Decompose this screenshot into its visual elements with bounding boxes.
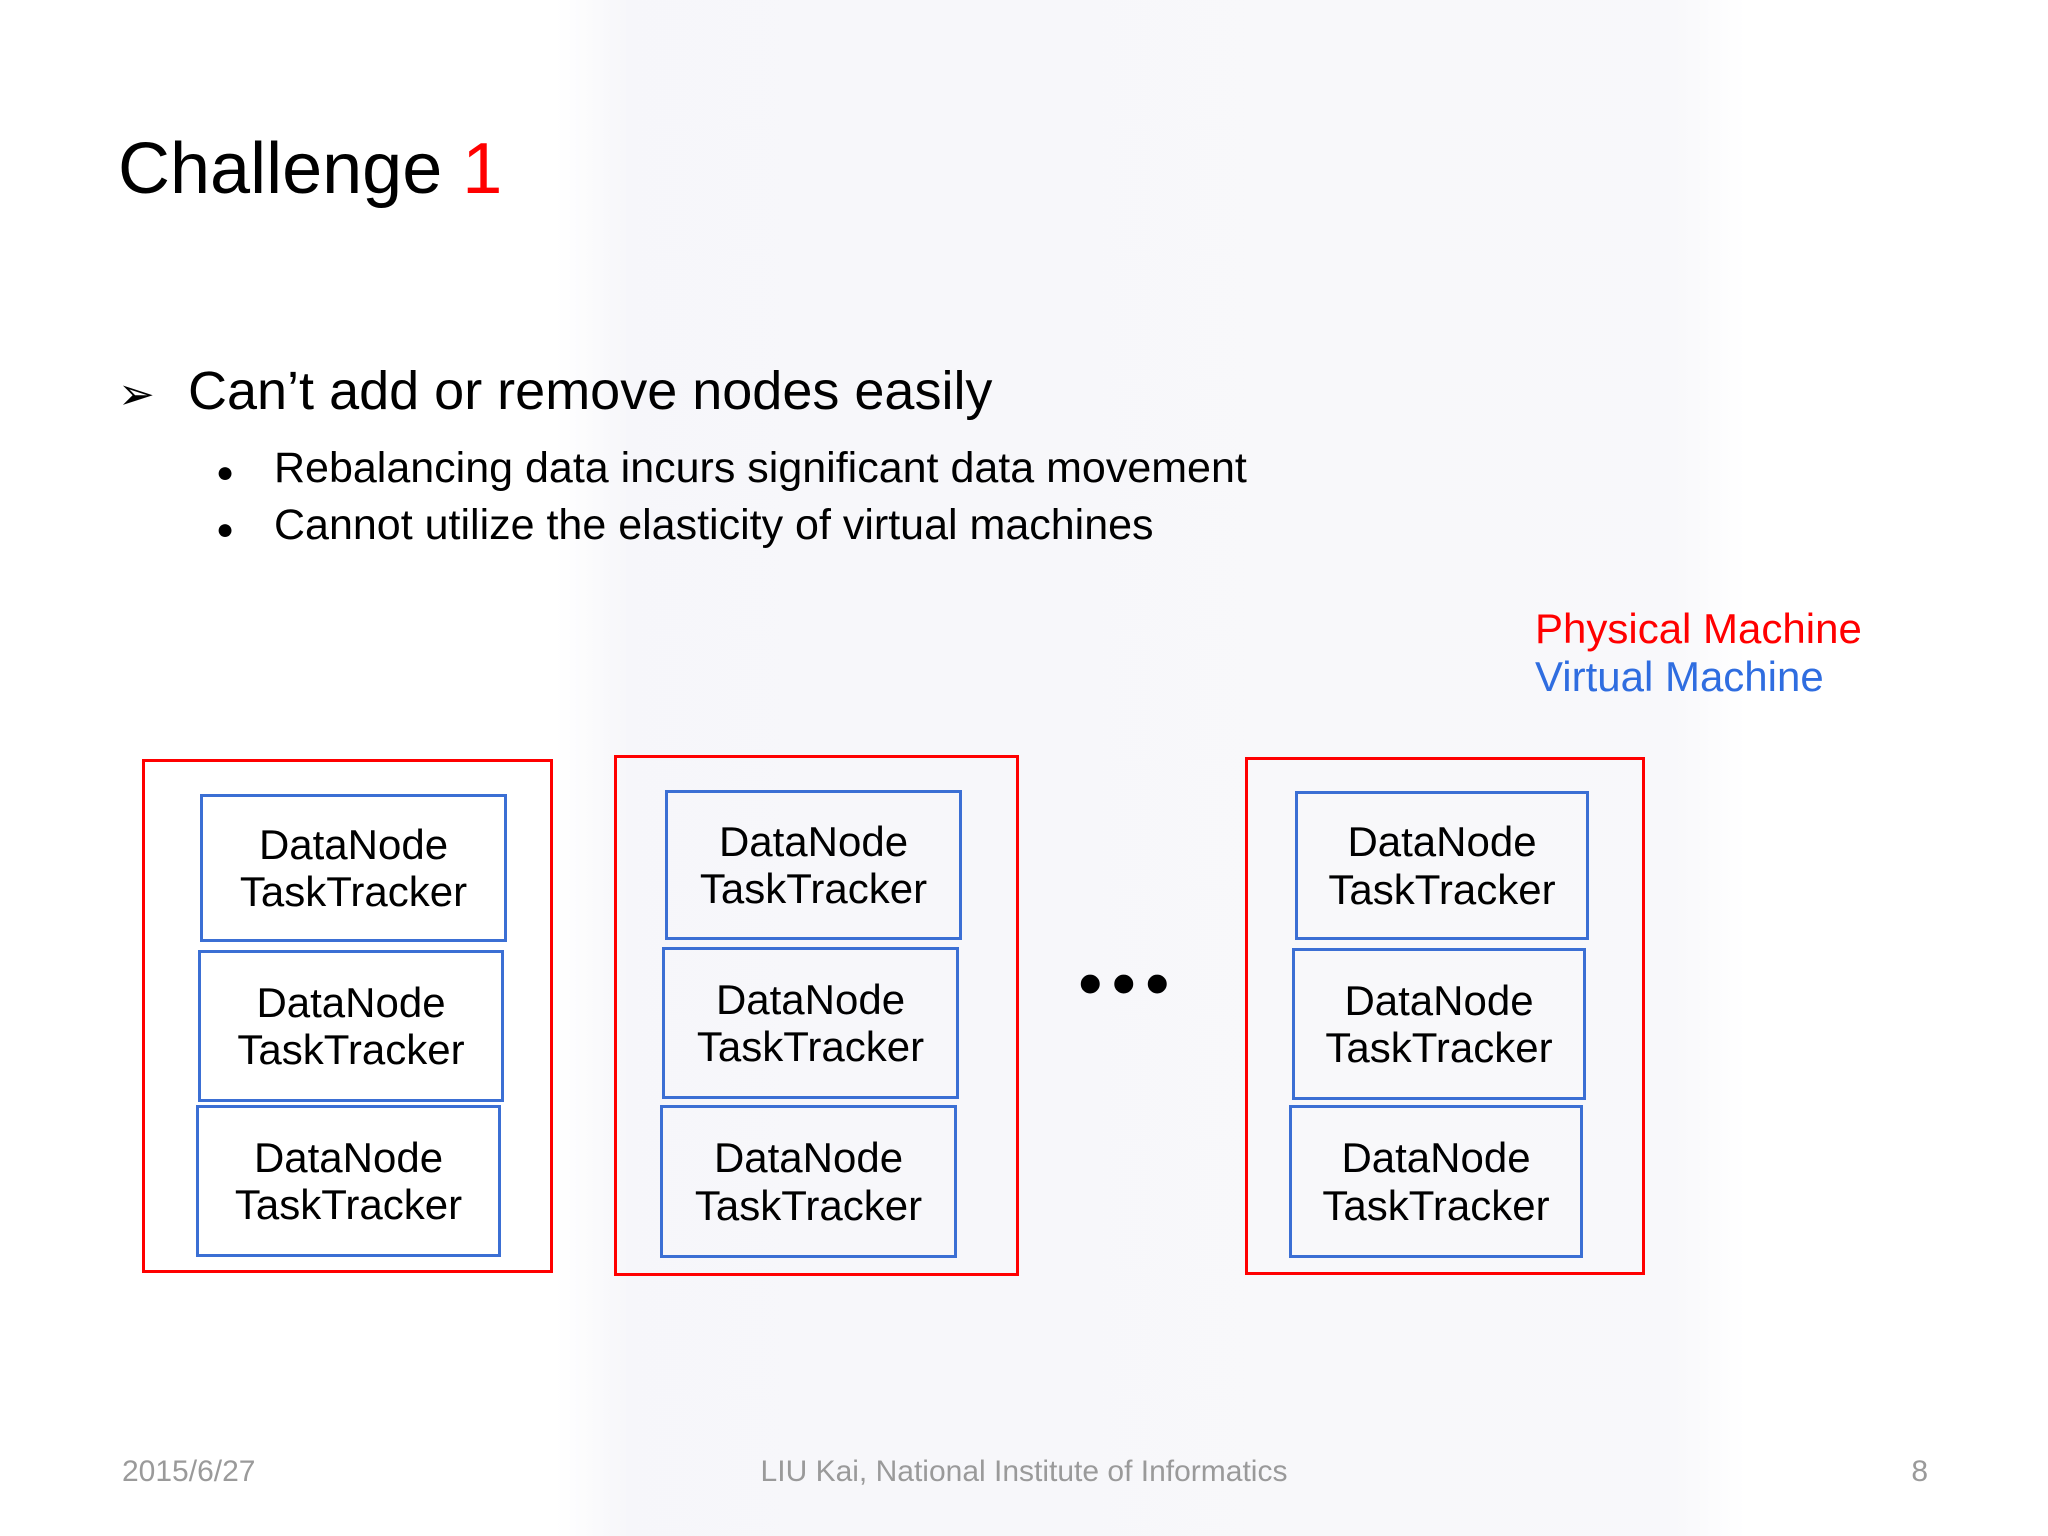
vm-role-tasktracker: TaskTracker <box>1322 1181 1550 1229</box>
virtual-machine-box-2-3[interactable]: DataNode TaskTracker <box>660 1105 957 1258</box>
vm-role-datanode: DataNode <box>1347 818 1537 866</box>
page-title: Challenge 1 <box>118 128 502 210</box>
arrow-bullet-icon: ➢ <box>118 370 155 419</box>
vm-role-datanode: DataNode <box>718 817 909 865</box>
footer-date: 2015/6/27 <box>122 1455 256 1488</box>
vm-role-tasktracker: TaskTracker <box>1325 1024 1553 1071</box>
bullet-text: Rebalancing data incurs significant data… <box>274 444 1247 492</box>
ellipsis-icon: ••• <box>1078 944 1179 1022</box>
virtual-machine-box-2-1[interactable]: DataNode TaskTracker <box>665 790 962 940</box>
vm-role-tasktracker: TaskTracker <box>239 868 468 915</box>
bullet-text: Cannot utilize the elasticity of virtual… <box>274 501 1154 549</box>
virtual-machine-box-2-2[interactable]: DataNode TaskTracker <box>662 947 959 1099</box>
virtual-machine-box-1-1[interactable]: DataNode TaskTracker <box>200 794 507 942</box>
vm-role-datanode: DataNode <box>256 978 446 1026</box>
virtual-machine-box-3-3[interactable]: DataNode TaskTracker <box>1289 1105 1583 1258</box>
virtual-machine-box-3-1[interactable]: DataNode TaskTracker <box>1295 791 1589 940</box>
vm-role-datanode: DataNode <box>715 975 906 1023</box>
vm-role-tasktracker: TaskTracker <box>234 1181 463 1228</box>
dot-bullet-icon: ● <box>216 513 235 546</box>
bullet-text: Can’t add or remove nodes easily <box>188 361 993 421</box>
diagram-legend: Physical Machine Virtual Machine <box>1535 605 1862 702</box>
footer-page-number: 8 <box>1911 1455 1928 1488</box>
vm-role-tasktracker: TaskTracker <box>696 1023 925 1070</box>
dot-bullet-icon: ● <box>216 456 235 489</box>
vm-role-datanode: DataNode <box>253 1133 444 1181</box>
bullet-item-level2: ● Rebalancing data incurs significant da… <box>216 444 1618 493</box>
footer-attribution: LIU Kai, National Institute of Informati… <box>760 1455 1288 1488</box>
vm-role-tasktracker: TaskTracker <box>694 1181 923 1229</box>
page-title-number: 1 <box>462 129 503 209</box>
legend-physical-machine: Physical Machine <box>1535 605 1862 652</box>
page-title-text: Challenge <box>118 129 463 209</box>
vm-role-datanode: DataNode <box>258 820 449 868</box>
vm-role-datanode: DataNode <box>713 1134 904 1182</box>
physical-machine-box-3[interactable] <box>1245 757 1645 1275</box>
bullet-list: ➢ Can’t add or remove nodes easily ● Reb… <box>118 360 1618 558</box>
bullet-item-level2: ● Cannot utilize the elasticity of virtu… <box>216 501 1618 550</box>
vm-role-datanode: DataNode <box>1344 976 1534 1024</box>
bullet-item-level1: ➢ Can’t add or remove nodes easily <box>118 360 1618 422</box>
legend-virtual-machine: Virtual Machine <box>1535 653 1824 701</box>
vm-role-tasktracker: TaskTracker <box>699 865 928 912</box>
virtual-machine-box-1-2[interactable]: DataNode TaskTracker <box>198 950 504 1102</box>
virtual-machine-box-3-2[interactable]: DataNode TaskTracker <box>1292 948 1586 1100</box>
slide-footer: 2015/6/27 LIU Kai, National Institute of… <box>0 1455 2048 1515</box>
vm-role-tasktracker: TaskTracker <box>1328 865 1556 913</box>
vm-role-tasktracker: TaskTracker <box>237 1026 465 1073</box>
physical-machine-box-1[interactable] <box>142 759 553 1273</box>
virtual-machine-box-1-3[interactable]: DataNode TaskTracker <box>196 1105 501 1257</box>
vm-role-datanode: DataNode <box>1341 1134 1531 1182</box>
physical-machine-box-2[interactable] <box>614 755 1019 1276</box>
